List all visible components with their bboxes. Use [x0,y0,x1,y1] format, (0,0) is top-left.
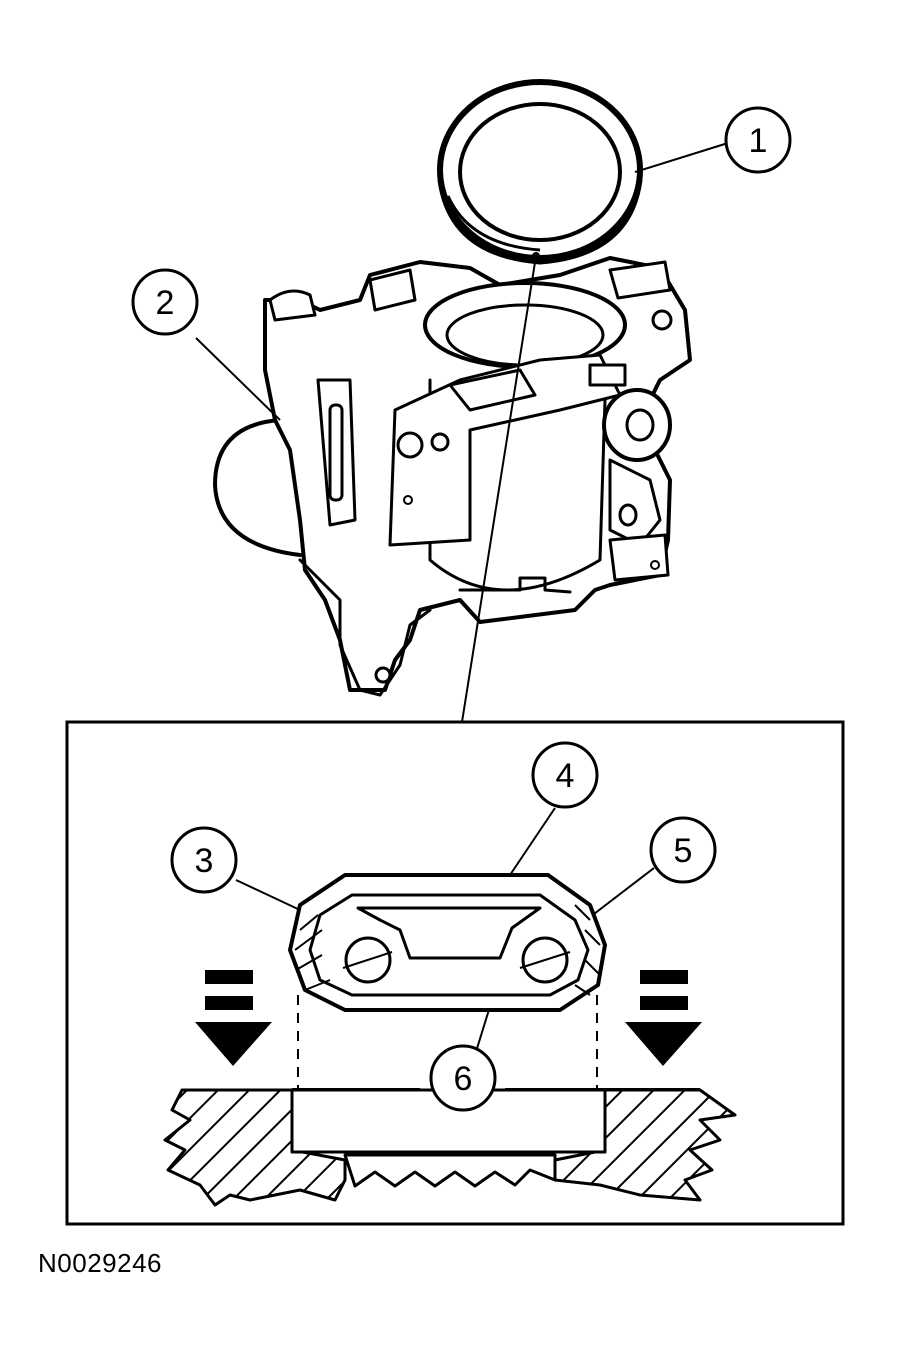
press-arrow-right [625,970,702,1066]
seal-ring [437,79,643,265]
callout-3-label: 3 [195,842,214,880]
callout-5-label: 5 [674,832,693,870]
callout-6: 6 [429,1044,497,1112]
callout-1: 1 [724,106,792,174]
press-arrow-left [195,970,272,1066]
throttle-body [213,256,692,697]
callout-2: 2 [131,268,199,336]
callout-2-label: 2 [156,284,175,322]
callout-4: 4 [531,741,599,809]
seal-cross-section [288,873,607,1012]
guide-dashes [297,995,598,1090]
figure-id: N0029246 [38,1248,162,1278]
detail-inset-frame [65,720,845,1226]
callout-3: 3 [170,826,238,894]
callout-6-label: 6 [454,1060,473,1098]
callout-1-label: 1 [749,122,768,160]
callout-4-label: 4 [556,757,575,795]
callout-5: 5 [649,816,717,884]
